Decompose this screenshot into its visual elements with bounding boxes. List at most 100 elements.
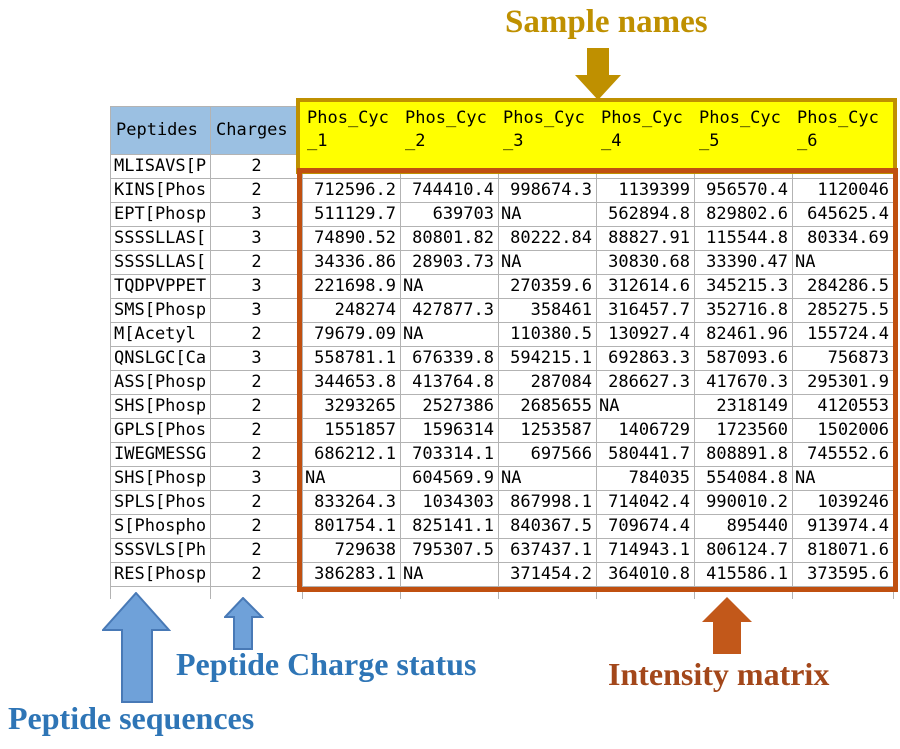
intensity-cell[interactable]: 312614.6 bbox=[597, 275, 695, 299]
intensity-cell[interactable]: 364010.8 bbox=[597, 563, 695, 587]
intensity-cell[interactable]: 248274 bbox=[303, 299, 401, 323]
sample-header-cell[interactable]: Phos_Cyc_5 bbox=[694, 102, 792, 170]
intensity-cell[interactable]: 33390.47 bbox=[695, 251, 793, 275]
peptide-cell[interactable]: GPLS[Phos bbox=[111, 419, 211, 443]
intensity-cell[interactable]: 110380.5 bbox=[499, 323, 597, 347]
charge-cell[interactable]: 2 bbox=[211, 251, 303, 275]
peptide-cell[interactable]: S[Phospho bbox=[111, 515, 211, 539]
intensity-cell[interactable]: 895440 bbox=[695, 515, 793, 539]
intensity-cell[interactable]: 998674.3 bbox=[499, 179, 597, 203]
intensity-cell[interactable]: 287084 bbox=[499, 371, 597, 395]
intensity-cell[interactable]: 82461.96 bbox=[695, 323, 793, 347]
charge-cell[interactable]: 2 bbox=[211, 491, 303, 515]
intensity-cell[interactable]: 840367.5 bbox=[499, 515, 597, 539]
intensity-cell[interactable]: 806124.7 bbox=[695, 539, 793, 563]
intensity-cell[interactable]: 676339.8 bbox=[401, 347, 499, 371]
intensity-cell[interactable]: 270359.6 bbox=[499, 275, 597, 299]
intensity-cell[interactable]: 692863.3 bbox=[597, 347, 695, 371]
charge-cell[interactable]: 2 bbox=[211, 563, 303, 587]
intensity-cell[interactable]: 956570.4 bbox=[695, 179, 793, 203]
intensity-cell[interactable]: 285275.5 bbox=[793, 299, 894, 323]
intensity-cell[interactable]: 604569.9 bbox=[401, 467, 499, 491]
peptide-cell[interactable]: SMS[Phosp bbox=[111, 299, 211, 323]
intensity-cell[interactable]: 371454.2 bbox=[499, 563, 597, 587]
charge-cell[interactable]: 3 bbox=[211, 203, 303, 227]
intensity-cell[interactable]: 284286.5 bbox=[793, 275, 894, 299]
intensity-cell[interactable]: 345215.3 bbox=[695, 275, 793, 299]
intensity-cell[interactable]: 413764.8 bbox=[401, 371, 499, 395]
intensity-cell[interactable]: 79679.09 bbox=[303, 323, 401, 347]
intensity-cell[interactable]: 221698.9 bbox=[303, 275, 401, 299]
intensity-cell[interactable]: 645625.4 bbox=[793, 203, 894, 227]
intensity-cell[interactable]: 637437.1 bbox=[499, 539, 597, 563]
intensity-cell[interactable]: 417670.3 bbox=[695, 371, 793, 395]
intensity-cell[interactable]: 295301.9 bbox=[793, 371, 894, 395]
intensity-cell[interactable]: 286627.3 bbox=[597, 371, 695, 395]
intensity-cell[interactable]: 833264.3 bbox=[303, 491, 401, 515]
intensity-cell[interactable]: 373595.6 bbox=[793, 563, 894, 587]
intensity-cell[interactable]: NA bbox=[401, 563, 499, 587]
peptide-cell[interactable]: SPLS[Phos bbox=[111, 491, 211, 515]
intensity-cell[interactable]: 155724.4 bbox=[793, 323, 894, 347]
intensity-cell[interactable]: 784035 bbox=[597, 467, 695, 491]
intensity-cell[interactable]: NA bbox=[499, 251, 597, 275]
sample-header-cell[interactable]: Phos_Cyc_6 bbox=[792, 102, 893, 170]
intensity-cell[interactable]: 562894.8 bbox=[597, 203, 695, 227]
intensity-cell[interactable]: 30830.68 bbox=[597, 251, 695, 275]
charge-cell[interactable]: 2 bbox=[211, 515, 303, 539]
intensity-cell[interactable]: 1551857 bbox=[303, 419, 401, 443]
intensity-cell[interactable]: 756873 bbox=[793, 347, 894, 371]
intensity-cell[interactable]: 80222.84 bbox=[499, 227, 597, 251]
intensity-cell[interactable]: 686212.1 bbox=[303, 443, 401, 467]
intensity-cell[interactable]: 594215.1 bbox=[499, 347, 597, 371]
intensity-cell[interactable]: 80334.69 bbox=[793, 227, 894, 251]
charge-cell[interactable]: 2 bbox=[211, 539, 303, 563]
intensity-cell[interactable]: 554084.8 bbox=[695, 467, 793, 491]
intensity-cell[interactable]: 729638 bbox=[303, 539, 401, 563]
sample-header-cell[interactable]: Phos_Cyc_3 bbox=[498, 102, 596, 170]
charge-cell[interactable]: 2 bbox=[211, 179, 303, 203]
intensity-cell[interactable]: 2685655 bbox=[499, 395, 597, 419]
intensity-cell[interactable]: 818071.6 bbox=[793, 539, 894, 563]
intensity-cell[interactable]: 1039246 bbox=[793, 491, 894, 515]
intensity-cell[interactable]: 697566 bbox=[499, 443, 597, 467]
intensity-cell[interactable]: 1034303 bbox=[401, 491, 499, 515]
peptide-cell[interactable]: SSSSLLAS[ bbox=[111, 251, 211, 275]
charge-cell[interactable]: 3 bbox=[211, 467, 303, 491]
intensity-cell[interactable]: NA bbox=[499, 203, 597, 227]
charge-cell[interactable]: 2 bbox=[211, 371, 303, 395]
intensity-cell[interactable]: NA bbox=[499, 467, 597, 491]
intensity-cell[interactable]: 34336.86 bbox=[303, 251, 401, 275]
intensity-cell[interactable]: 825141.1 bbox=[401, 515, 499, 539]
intensity-cell[interactable]: 703314.1 bbox=[401, 443, 499, 467]
intensity-cell[interactable]: 1502006 bbox=[793, 419, 894, 443]
intensity-cell[interactable]: 744410.4 bbox=[401, 179, 499, 203]
peptide-cell[interactable]: EPT[Phosp bbox=[111, 203, 211, 227]
intensity-cell[interactable]: 1139399 bbox=[597, 179, 695, 203]
intensity-cell[interactable]: 1120046 bbox=[793, 179, 894, 203]
peptide-cell[interactable]: TQDPVPPET bbox=[111, 275, 211, 299]
intensity-cell[interactable]: 580441.7 bbox=[597, 443, 695, 467]
intensity-cell[interactable]: 714943.1 bbox=[597, 539, 695, 563]
peptide-cell[interactable]: RES[Phosp bbox=[111, 563, 211, 587]
charge-cell[interactable]: 3 bbox=[211, 347, 303, 371]
sample-header-cell[interactable]: Phos_Cyc_2 bbox=[400, 102, 498, 170]
intensity-cell[interactable]: 511129.7 bbox=[303, 203, 401, 227]
intensity-cell[interactable]: 795307.5 bbox=[401, 539, 499, 563]
intensity-cell[interactable]: 80801.82 bbox=[401, 227, 499, 251]
charge-cell[interactable]: 2 bbox=[211, 443, 303, 467]
intensity-cell[interactable]: 4120553 bbox=[793, 395, 894, 419]
peptide-cell[interactable]: SHS[Phosp bbox=[111, 467, 211, 491]
intensity-cell[interactable]: 1723560 bbox=[695, 419, 793, 443]
intensity-cell[interactable]: 558781.1 bbox=[303, 347, 401, 371]
intensity-cell[interactable]: 386283.1 bbox=[303, 563, 401, 587]
intensity-cell[interactable]: 1253587 bbox=[499, 419, 597, 443]
intensity-cell[interactable]: 709674.4 bbox=[597, 515, 695, 539]
intensity-cell[interactable]: 415586.1 bbox=[695, 563, 793, 587]
peptide-cell[interactable]: SSSSLLAS[ bbox=[111, 227, 211, 251]
intensity-cell[interactable]: 352716.8 bbox=[695, 299, 793, 323]
intensity-cell[interactable]: 714042.4 bbox=[597, 491, 695, 515]
intensity-cell[interactable]: 88827.91 bbox=[597, 227, 695, 251]
peptide-cell[interactable]: M[Acetyl bbox=[111, 323, 211, 347]
intensity-cell[interactable]: 2318149 bbox=[695, 395, 793, 419]
